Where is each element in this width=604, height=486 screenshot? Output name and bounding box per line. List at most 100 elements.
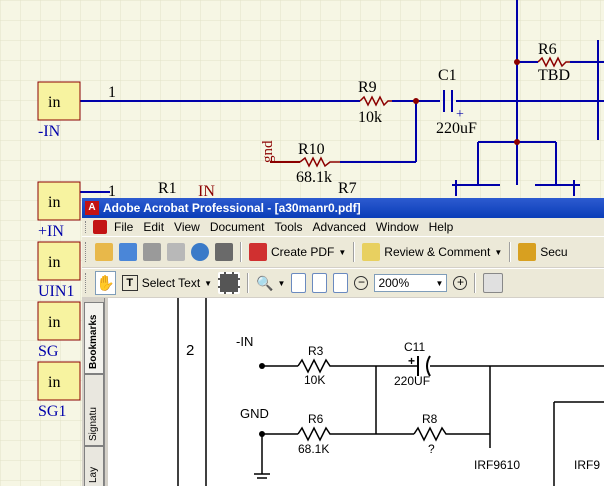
- rotate-view-icon: [483, 273, 504, 293]
- chevron-down-icon[interactable]: ▼: [204, 278, 213, 288]
- actual-size-icon: [291, 273, 307, 293]
- open-button[interactable]: [95, 241, 113, 263]
- actual-size-button[interactable]: [291, 272, 307, 294]
- minus-icon: −: [354, 276, 369, 290]
- chevron-down-icon[interactable]: ▼: [435, 278, 444, 288]
- fit-width-button[interactable]: [333, 272, 349, 294]
- fit-page-button[interactable]: [312, 272, 328, 294]
- pdf-r3-value: 10K: [304, 373, 326, 387]
- review-comment-button[interactable]: Review & Comment ▼: [362, 241, 502, 263]
- create-pdf-label: Create PDF: [271, 245, 335, 259]
- title-bar[interactable]: A Adobe Acrobat Professional - [a30manr0…: [82, 198, 604, 218]
- pdf-c11-polarity: +: [408, 354, 416, 368]
- tools-toolbar: ✋ T Select Text ▼ 🔍 ▼ − 200% ▼ +: [82, 268, 604, 297]
- r9-ref: R9: [358, 79, 377, 96]
- select-text-button[interactable]: T Select Text ▼: [121, 272, 213, 294]
- folder-open-icon: [95, 243, 113, 261]
- search-button[interactable]: [215, 241, 233, 263]
- pdf-c11-value: 220UF: [394, 374, 431, 388]
- tab-signatures[interactable]: Signatu: [84, 374, 104, 446]
- menu-window[interactable]: Window: [375, 220, 419, 234]
- pdf-r3-ref: R3: [308, 344, 324, 358]
- menu-file[interactable]: File: [114, 220, 134, 234]
- c1-ref: C1: [438, 67, 457, 84]
- acrobat-window: A Adobe Acrobat Professional - [a30manr0…: [82, 198, 604, 486]
- tab-layers[interactable]: Lay: [84, 446, 104, 486]
- save-button[interactable]: [143, 241, 161, 263]
- menu-document[interactable]: Document: [209, 220, 265, 234]
- create-pdf-button[interactable]: Create PDF ▼: [249, 241, 346, 263]
- port-in-pos[interactable]: in: [37, 181, 81, 221]
- menu-edit[interactable]: Edit: [143, 220, 165, 234]
- menu-tools[interactable]: Tools: [274, 220, 303, 234]
- lock-icon: [518, 243, 537, 261]
- r10-resistor[interactable]: [299, 156, 340, 168]
- menu-bar: File Edit View Document Tools Advanced W…: [82, 218, 604, 236]
- document-icon[interactable]: [93, 220, 107, 234]
- secure-button[interactable]: Secu: [518, 241, 568, 263]
- toolbar-separator: [509, 242, 512, 262]
- review-comment-icon: [362, 243, 381, 261]
- net-label-pos-in: +IN: [38, 223, 64, 240]
- toolbar-grip: [85, 273, 89, 293]
- transistor-symbols: [455, 180, 575, 196]
- c1-capacitor[interactable]: [443, 90, 453, 112]
- zoom-in-tool-button[interactable]: 🔍 ▼: [256, 272, 285, 294]
- tab-signatures-label: Signatu: [88, 407, 99, 441]
- toolbar-grip: [85, 242, 89, 262]
- zoom-field[interactable]: 200% ▼: [374, 274, 448, 292]
- pdf-gnd-label: GND: [240, 406, 269, 421]
- pdf-c11-ref: C11: [404, 340, 426, 354]
- port-in-neg-label: in: [48, 94, 60, 111]
- create-pdf-icon: [249, 243, 267, 261]
- secure-label: Secu: [540, 245, 568, 259]
- organizer-button[interactable]: [119, 241, 137, 263]
- fit-page-icon: [312, 273, 328, 293]
- zoom-select[interactable]: 200% ▼: [374, 272, 448, 294]
- net-label-neg-in: -IN: [38, 123, 61, 140]
- r7-ref: R7: [338, 180, 357, 197]
- menu-view[interactable]: View: [174, 220, 200, 234]
- zoom-in-button[interactable]: +: [453, 272, 468, 294]
- tab-layers-label: Lay: [88, 466, 99, 483]
- r1-ref: R1: [158, 180, 177, 197]
- rotate-button[interactable]: [483, 272, 504, 294]
- snapshot-button[interactable]: [218, 272, 241, 294]
- email-button[interactable]: [191, 241, 209, 263]
- tab-bookmarks-label: Bookmarks: [88, 314, 99, 369]
- pdf-r6-value: 68.1K: [298, 442, 330, 456]
- fit-width-icon: [333, 273, 349, 293]
- window-title: Adobe Acrobat Professional - [a30manr0.p…: [103, 201, 361, 215]
- pdf-r8-ref: R8: [422, 412, 438, 426]
- chevron-down-icon[interactable]: ▼: [338, 247, 347, 257]
- chevron-down-icon[interactable]: ▼: [494, 247, 503, 257]
- text-cursor-icon: T: [121, 275, 138, 291]
- r6-ref: R6: [538, 41, 557, 58]
- zoom-out-button[interactable]: −: [354, 272, 369, 294]
- hand-tool-button[interactable]: ✋: [95, 271, 116, 295]
- port-sg1[interactable]: in: [37, 361, 81, 401]
- toolbar-separator: [240, 242, 242, 262]
- pdf-neg-in-label: -IN: [236, 334, 254, 349]
- pdf-q2-label: IRF9: [574, 458, 601, 472]
- menu-grip: [85, 221, 89, 233]
- pdf-q1-label: IRF9610: [474, 458, 521, 472]
- menu-help[interactable]: Help: [428, 220, 454, 234]
- port-sg[interactable]: in: [37, 301, 81, 341]
- tab-bookmarks[interactable]: Bookmarks: [84, 302, 104, 374]
- r6-resistor[interactable]: [537, 56, 570, 68]
- print-icon: [167, 243, 185, 261]
- menu-advanced[interactable]: Advanced: [312, 220, 366, 234]
- port-in-pos-label: in: [48, 194, 60, 211]
- r10-ref: R10: [298, 141, 325, 158]
- select-text-label: Select Text: [141, 276, 201, 290]
- port-uin1-label: in: [48, 254, 60, 271]
- chevron-down-icon[interactable]: ▼: [277, 278, 286, 288]
- net-number-2: 1: [108, 183, 116, 200]
- pdf-page[interactable]: 2 -IN GND R3 10K C11 + 220UF R6 68.1K R8…: [108, 298, 604, 486]
- port-uin1[interactable]: in: [37, 241, 81, 281]
- port-in-neg[interactable]: in: [37, 81, 81, 121]
- r9-resistor[interactable]: [359, 95, 392, 107]
- print-button[interactable]: [167, 241, 185, 263]
- gnd-label: gnd: [260, 140, 276, 163]
